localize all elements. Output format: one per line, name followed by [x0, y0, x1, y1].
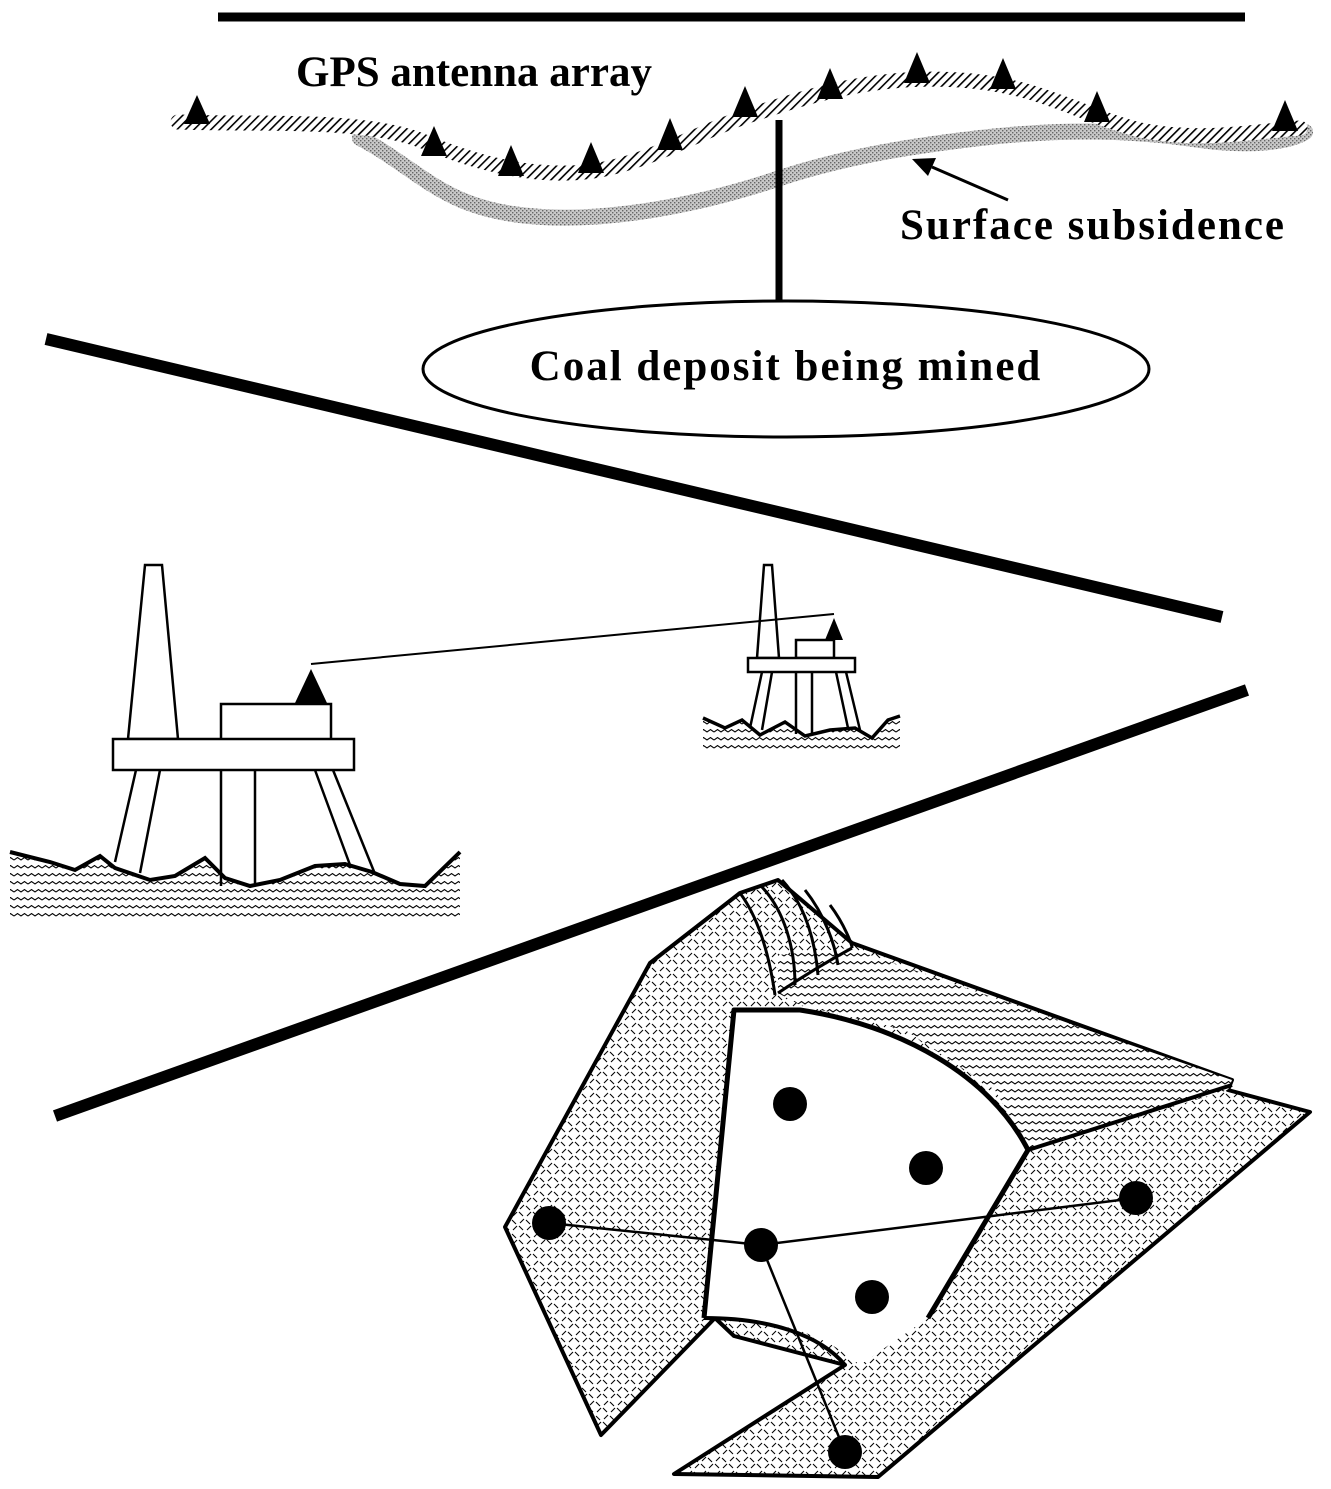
small-oil-platform — [703, 565, 900, 750]
subsidence-arrow-line — [932, 167, 1008, 200]
gps-antenna-icon — [904, 52, 930, 83]
large-platform-deck — [113, 739, 354, 770]
gps-station-icon — [1119, 1181, 1153, 1215]
gps-station-icon — [909, 1151, 943, 1185]
gps-station-icon — [532, 1206, 566, 1240]
gps-station-icon — [828, 1435, 862, 1469]
gps-antenna-icon — [1272, 100, 1298, 131]
volcano-panel — [505, 880, 1310, 1477]
large-platform-building — [221, 704, 331, 740]
gps-antenna-icon — [990, 58, 1016, 89]
large-platform-gps-antenna-icon — [295, 669, 327, 703]
gps-station-icon — [744, 1228, 778, 1262]
surface-subsidence-label: Surface subsidence — [900, 202, 1286, 249]
small-platform-derrick — [757, 565, 779, 658]
small-platform-building — [796, 640, 834, 658]
gps-baseline-link — [311, 614, 834, 664]
gps-station-icon — [855, 1280, 889, 1314]
gps-station-icon — [773, 1087, 807, 1121]
coal-deposit-label: Coal deposit being mined — [530, 343, 1043, 390]
gps-antenna-icon — [732, 86, 758, 117]
gps-antenna-icon — [657, 118, 683, 150]
gps-antenna-icon — [578, 142, 604, 173]
gps-antenna-array-label: GPS antenna array — [296, 49, 652, 96]
large-platform-derrick — [128, 565, 178, 739]
small-platform-deck — [748, 658, 855, 672]
large-oil-platform — [10, 565, 460, 918]
small-platform-legs — [750, 672, 860, 734]
subsidence-panel: GPS antenna array Surface subsidence Coa… — [178, 17, 1305, 437]
large-platform-sea — [10, 852, 460, 918]
small-platform-gps-antenna-icon — [825, 618, 843, 640]
gps-antenna-icon — [184, 95, 210, 124]
